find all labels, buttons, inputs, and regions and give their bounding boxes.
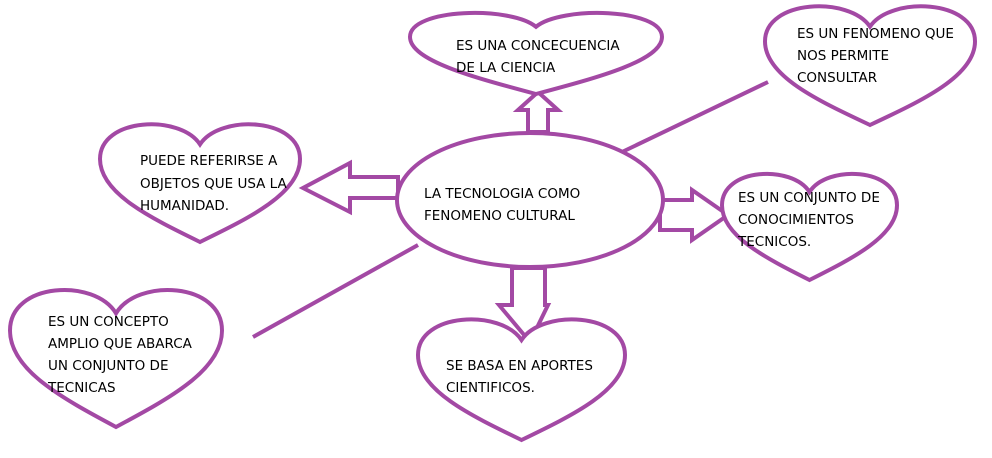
arrow-up [512, 89, 564, 134]
node-line: TECNICAS [47, 380, 116, 396]
node-line: ES UN CONCEPTO [48, 314, 169, 330]
connector-line-top-right [621, 80, 769, 154]
node-line: NOS PERMITE [797, 48, 889, 64]
heart-right [719, 171, 900, 283]
node-line: PUEDE REFERIRSE A [140, 153, 278, 169]
node-line: ES UNA CONCECUENCIA [456, 38, 620, 54]
node-right-text: ES UN CONJUNTO DE CONOCIMIENTOS TECNICOS… [737, 190, 884, 250]
arrow-right [658, 186, 732, 244]
node-line: HUMANIDAD. [140, 198, 229, 214]
connector-line-bottom-left [252, 243, 419, 339]
node-line: DE LA CIENCIA [456, 60, 556, 76]
node-line: AMPLIO QUE ABARCA [48, 336, 193, 352]
heart-bottom [415, 317, 628, 443]
center-text: LA TECNOLOGIA COMO FENOMENO CULTURAL [424, 186, 585, 224]
heart-top [407, 11, 665, 97]
node-top-right-text: ES UN FENOMENO QUE NOS PERMITE CONSULTAR [797, 26, 958, 86]
node-line: OBJETOS QUE USA LA [140, 176, 288, 192]
node-bottom-left-text: ES UN CONCEPTO AMPLIO QUE ABARCA UN CONJ… [47, 314, 196, 396]
node-line: ES UN CONJUNTO DE [738, 190, 880, 206]
node-bottom-text: SE BASA EN APORTES CIENTIFICOS. [446, 358, 597, 396]
node-line: CIENTIFICOS. [446, 380, 535, 396]
arrow-down [494, 266, 552, 346]
node-line: SE BASA EN APORTES [446, 358, 593, 374]
center-line: LA TECNOLOGIA COMO [424, 186, 580, 202]
node-line: TECNICOS. [737, 234, 811, 250]
center-ellipse [395, 131, 665, 269]
node-left-text: PUEDE REFERIRSE A OBJETOS QUE USA LA HUM… [140, 153, 291, 214]
arrow-left [298, 159, 400, 216]
node-line: UN CONJUNTO DE [48, 358, 168, 374]
node-line: ES UN FENOMENO QUE [797, 26, 954, 42]
node-line: CONSULTAR [797, 70, 877, 86]
heart-top-right [762, 4, 978, 128]
node-line: CONOCIMIENTOS [738, 212, 854, 228]
node-top-text: ES UNA CONCECUENCIA DE LA CIENCIA [456, 38, 624, 76]
heart-bottom-left [7, 288, 225, 430]
center-line: FENOMENO CULTURAL [424, 208, 575, 224]
heart-left [97, 122, 303, 245]
